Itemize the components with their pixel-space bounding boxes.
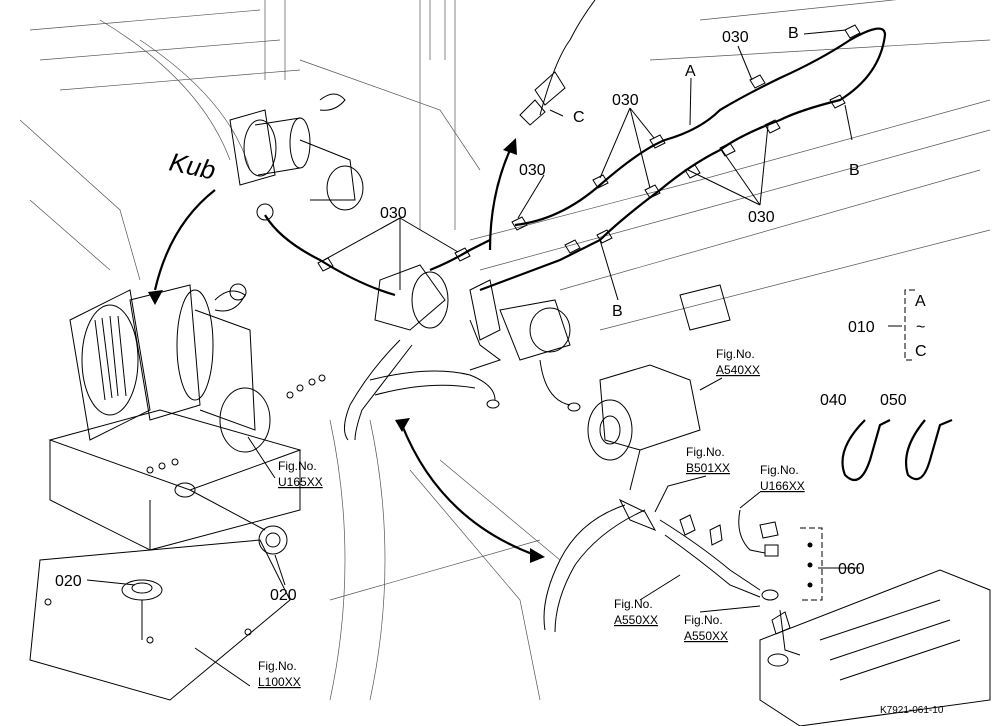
fig-ref-label: Fig.No.: [760, 463, 799, 477]
grommet-020: [121, 489, 288, 640]
callout-040: 040: [820, 392, 847, 409]
leader-lines: [86, 29, 860, 687]
direction-arrows: [148, 138, 545, 563]
callout-030: 030: [722, 29, 749, 46]
callout-range-C: C: [915, 343, 927, 360]
fig-ref-label: Fig.No.: [278, 459, 317, 473]
callout-050: 050: [880, 392, 907, 409]
cable-tie-040: [841, 419, 891, 482]
fig-ref-U165: U165XX: [278, 475, 323, 489]
fig-ref-A540: A540XX: [716, 363, 760, 377]
callout-020: 020: [55, 573, 82, 590]
callout-labels: 030 030 030 030 030 A B B B C 010 A ~ C …: [55, 25, 927, 604]
wire-harness-A: [264, 0, 887, 297]
fig-ref-label: Fig.No.: [614, 597, 653, 611]
callout-connector-B: B: [849, 162, 860, 179]
bracket-010: [888, 289, 915, 361]
solenoid-assembly: [374, 264, 731, 371]
winch-installed: [229, 93, 364, 221]
callout-030: 030: [519, 162, 546, 179]
motor-detail: [587, 364, 701, 491]
fig-ref-label: Fig.No.: [258, 659, 297, 673]
cable-tie-050: [904, 418, 953, 481]
callout-020: 020: [270, 587, 297, 604]
winch-exploded: [29, 283, 326, 701]
brand-mark-fragment: Kub: [167, 147, 218, 186]
battery: [759, 569, 991, 726]
clamps-030: [317, 24, 861, 272]
fig-ref-label: Fig.No.: [684, 613, 723, 627]
callout-range-tilde: ~: [916, 319, 925, 336]
callout-connector-B: B: [612, 303, 623, 320]
cable-lower: [543, 498, 779, 633]
figure-references: Fig.No. A540XX Fig.No. B501XX Fig.No. U1…: [258, 347, 805, 689]
fig-ref-B501: B501XX: [686, 461, 730, 475]
fig-ref-A550: A550XX: [684, 629, 728, 643]
fig-ref-U166: U166XX: [760, 479, 805, 493]
fig-ref-A550: A550XX: [614, 613, 658, 627]
drawing-code: K7921-061-10: [880, 705, 944, 716]
callout-060: 060: [838, 561, 865, 578]
callout-030: 030: [380, 205, 407, 222]
fig-ref-label: Fig.No.: [686, 445, 725, 459]
vehicle-frame-background: Kub: [19, 0, 991, 701]
bracket-060: [800, 527, 823, 601]
callout-connector-C: C: [573, 109, 585, 126]
callout-range-A: A: [915, 293, 926, 310]
fig-ref-label: Fig.No.: [716, 347, 755, 361]
fig-ref-L100: L100XX: [258, 675, 301, 689]
battery-cables: [344, 339, 581, 441]
callout-010: 010: [848, 319, 875, 336]
callout-030: 030: [612, 92, 639, 109]
callout-connector-B: B: [788, 25, 799, 42]
callout-harness-A: A: [685, 63, 696, 80]
callout-030: 030: [748, 209, 775, 226]
